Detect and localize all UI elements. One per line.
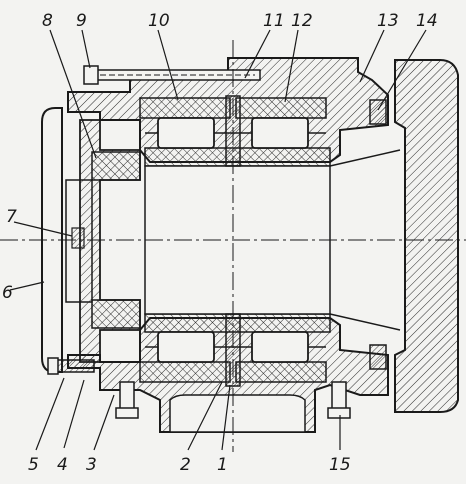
- callout-11: 11: [263, 11, 285, 31]
- callout-9: 9: [76, 11, 87, 31]
- seal-right: [369, 99, 387, 370]
- bolt-bottom-15: [327, 381, 351, 419]
- callout-6: 6: [2, 283, 13, 303]
- callout-3: 3: [86, 455, 97, 475]
- center-lines: [0, 40, 466, 452]
- callout-10: 10: [148, 11, 170, 31]
- bolt-bottom-left: [47, 357, 95, 375]
- bolt-bottom-3: [115, 381, 139, 419]
- end-cover: [65, 119, 141, 363]
- callout-5: 5: [28, 455, 39, 475]
- callout-7: 7: [6, 207, 17, 227]
- callout-15: 15: [329, 455, 351, 475]
- callout-2: 2: [180, 455, 191, 475]
- callout-labels: 1 2 3 4 5 6 7 8 9 10 11 12 13 14 15: [2, 11, 438, 475]
- callout-4: 4: [57, 455, 68, 475]
- callout-12: 12: [291, 11, 313, 31]
- rollers: [145, 117, 326, 363]
- leader-lines: [9, 29, 427, 451]
- callout-8: 8: [42, 11, 53, 31]
- callout-13: 13: [377, 11, 399, 31]
- callout-14: 14: [416, 11, 438, 31]
- right-flange: [394, 59, 459, 413]
- outer-races: [139, 97, 327, 383]
- callout-1: 1: [217, 455, 228, 475]
- bolt-top: [83, 65, 99, 85]
